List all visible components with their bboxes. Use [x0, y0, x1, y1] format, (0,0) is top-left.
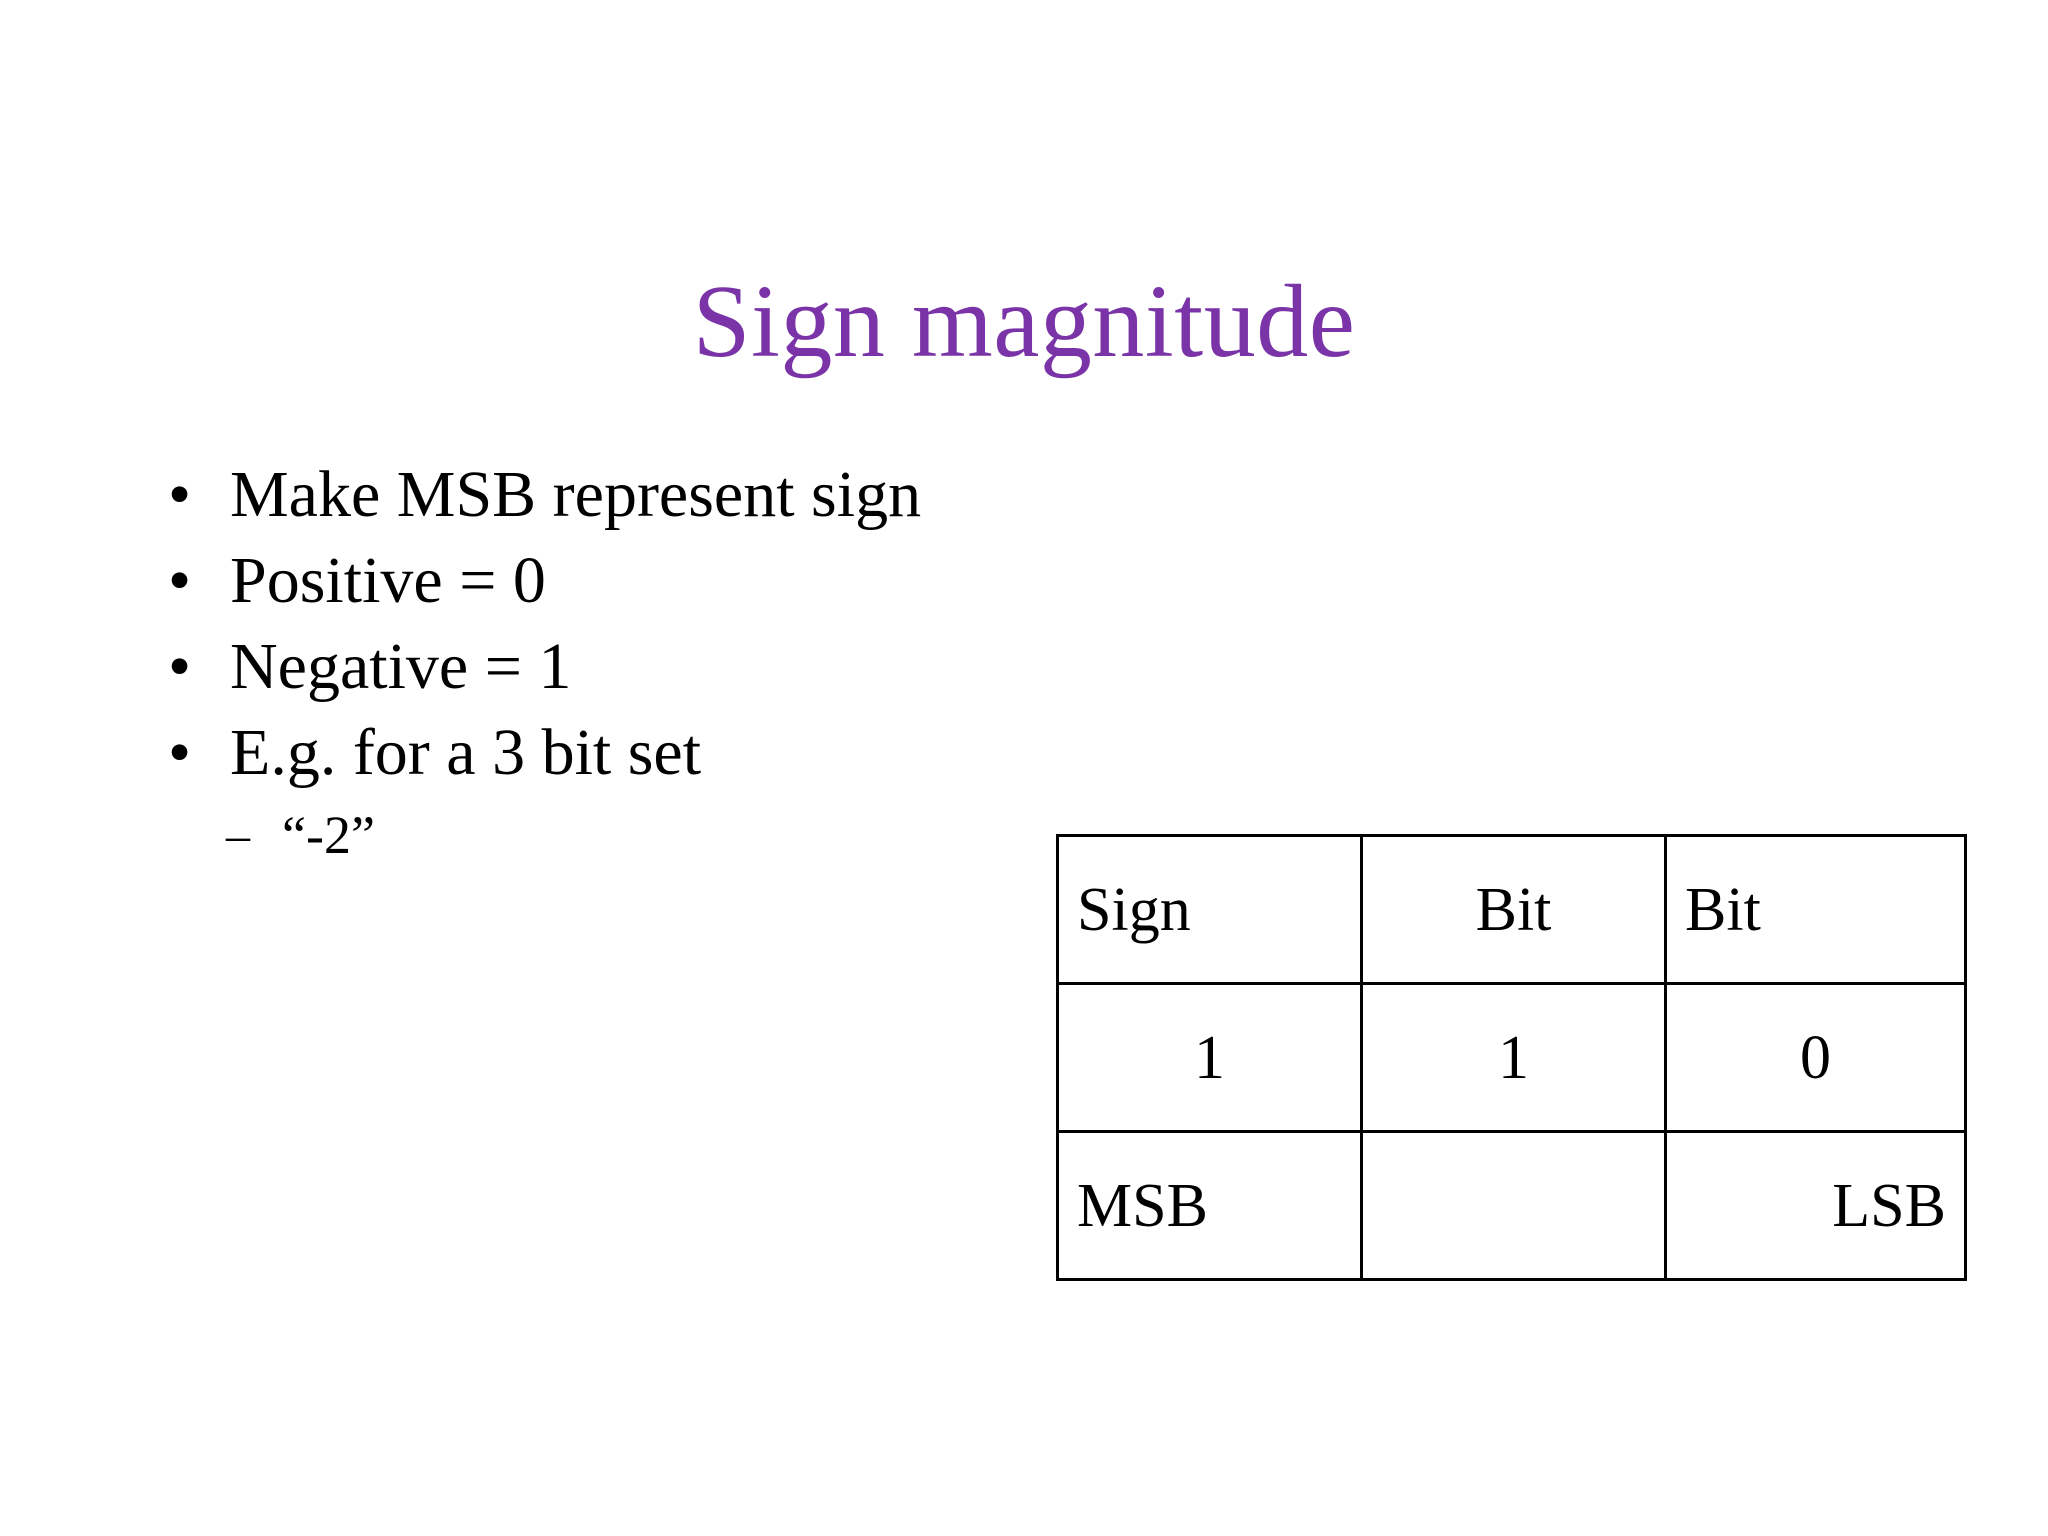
list-item: • Negative = 1 — [168, 634, 1068, 700]
list-item: • E.g. for a 3 bit set — [168, 720, 1068, 786]
list-item-label: Positive = 0 — [230, 544, 546, 617]
table-cell-bit-header-last: Bit — [1664, 834, 1967, 985]
bullet-dot-icon: • — [168, 630, 192, 703]
sub-list-item: – “-2” — [168, 805, 1068, 866]
bullet-dot-icon: • — [168, 458, 192, 531]
page-title: Sign magnitude — [692, 263, 1356, 379]
table-cell-sign-header: Sign — [1056, 834, 1363, 985]
table-cell-sign-value: 1 — [1056, 982, 1363, 1133]
bullet-dot-icon: • — [168, 544, 192, 617]
table-cell-lsb-label: LSB — [1664, 1130, 1967, 1281]
table-cell-msb-label: MSB — [1056, 1130, 1363, 1281]
bullet-list: • Make MSB represent sign • Positive = 0… — [168, 462, 1068, 866]
list-item-label: Make MSB represent sign — [230, 458, 922, 531]
list-item: • Make MSB represent sign — [168, 462, 1068, 528]
bullet-dot-icon: • — [168, 716, 192, 789]
table-row: 1 1 0 — [1056, 982, 1967, 1133]
list-item: • Positive = 0 — [168, 548, 1068, 614]
bullet-dash-icon: – — [226, 809, 250, 862]
bit-layout-table: Sign Bit Bit 1 1 0 MSB LSB — [1056, 834, 1967, 1281]
table-cell-bit-value-last: 0 — [1664, 982, 1967, 1133]
table-cell-bit-value-mid: 1 — [1360, 982, 1667, 1133]
sub-list-item-label: “-2” — [282, 805, 375, 865]
table-row: MSB LSB — [1056, 1130, 1967, 1281]
list-item-label: Negative = 1 — [230, 630, 572, 703]
list-item-label: E.g. for a 3 bit set — [230, 716, 702, 789]
table-row: Sign Bit Bit — [1056, 834, 1967, 985]
table-cell-empty — [1360, 1130, 1667, 1281]
table-cell-bit-header-mid: Bit — [1360, 834, 1667, 985]
